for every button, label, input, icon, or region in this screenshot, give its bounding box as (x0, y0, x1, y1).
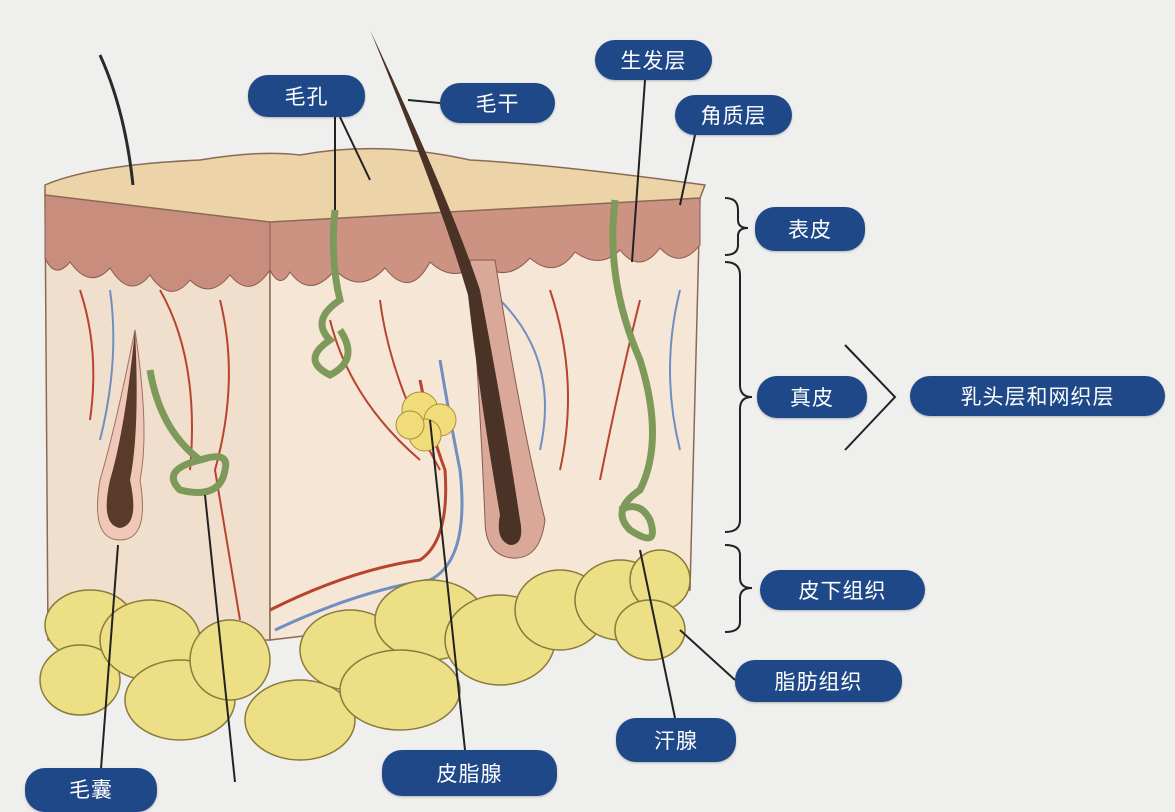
label-papillary-reticular: 乳头层和网织层 (910, 376, 1165, 416)
hair-strand-left (98, 54, 135, 186)
label-hair-follicle: 毛囊 (25, 768, 157, 812)
label-stratum-corneum: 角质层 (675, 95, 792, 135)
leader-lines (99, 79, 736, 782)
sweat-glands (146, 199, 656, 542)
skin-surface (44, 147, 707, 223)
epidermis-layer-left (44, 194, 271, 292)
label-dermis: 真皮 (757, 376, 867, 418)
label-sweat-gland: 汗腺 (616, 718, 736, 762)
hair-follicle-right (469, 259, 546, 559)
label-subcutaneous: 皮下组织 (760, 570, 925, 610)
label-germinal-layer: 生发层 (595, 40, 712, 80)
brackets (724, 197, 897, 633)
label-adipose: 脂肪组织 (735, 660, 902, 702)
label-hair-shaft: 毛干 (440, 83, 555, 123)
skin-cross-section-illustration (39, 30, 897, 782)
chevron-right-icon (844, 344, 897, 451)
label-sebaceous-gland: 皮脂腺 (382, 750, 557, 796)
label-epidermis: 表皮 (755, 207, 865, 251)
sebaceous-gland (395, 391, 457, 452)
label-pore: 毛孔 (248, 75, 365, 117)
hair-shaft-right (370, 30, 522, 545)
adipose-tissue (39, 549, 691, 761)
hair-bulb-left (106, 330, 137, 528)
